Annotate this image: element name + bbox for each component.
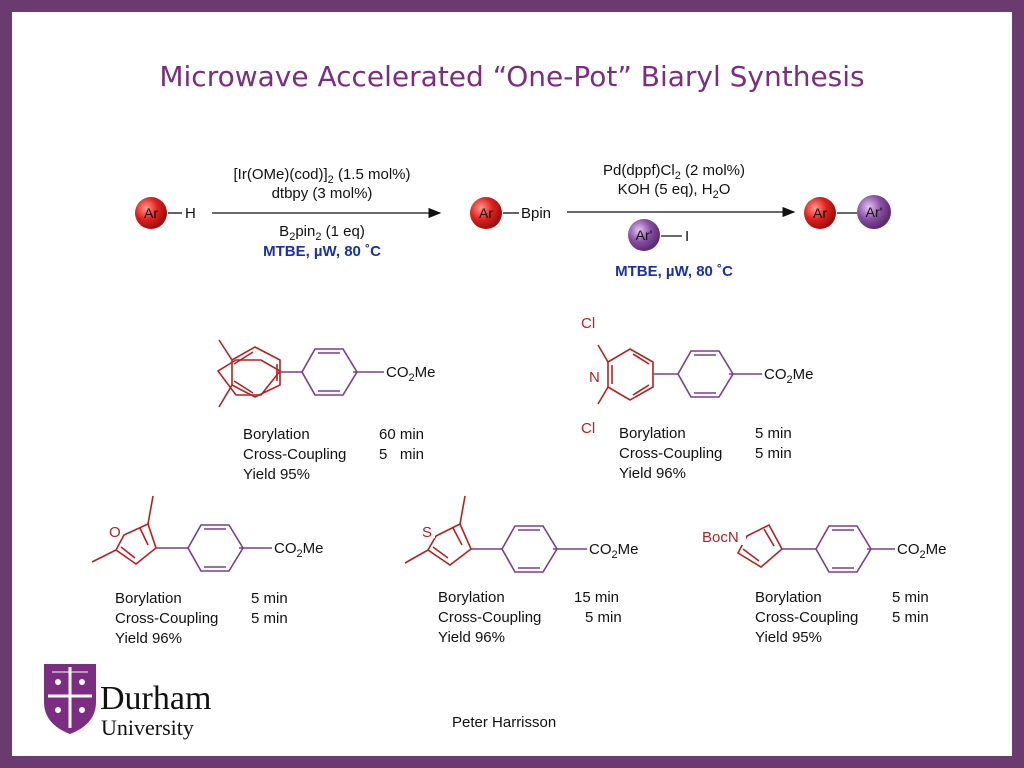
- coupling-time-5: 5 min: [892, 609, 929, 626]
- logo-university-text: University: [101, 715, 194, 740]
- product-3: O CO2Me Borylation 5 min Cross-Coupling …: [91, 495, 323, 647]
- product-4: S CO2Me Borylation 15 min Cross-Coupling…: [404, 495, 638, 646]
- product-5: BocN CO2Me Borylation 5 min Cross-Coupli…: [700, 523, 946, 646]
- chlorine-atom-top: Cl: [581, 315, 595, 332]
- furan-oxygen: O: [109, 524, 121, 541]
- coupling-label-3: Cross-Coupling: [115, 610, 218, 627]
- step1-conditions: [Ir(OMe)(cod)]2 (1.5 mol%) dtbpy (3 mol%…: [212, 166, 442, 260]
- borylation-time-2: 5 min: [755, 425, 792, 442]
- product-1: CO2Me Borylation 60 min Cross-Coupling 5…: [216, 339, 435, 483]
- borylation-time-3: 5 min: [251, 590, 288, 607]
- yield-3: Yield 96%: [115, 630, 182, 647]
- pyridine-ring: [597, 344, 654, 405]
- yield-4: Yield 96%: [438, 629, 505, 646]
- scheme-intermediate: Ar Bpin: [470, 197, 551, 229]
- ar-label-mid: Ar: [479, 205, 493, 221]
- ar-prime-ball-product: [857, 195, 891, 229]
- coupling-label-2: Cross-Coupling: [619, 445, 722, 462]
- ester-group-3: CO2Me: [274, 540, 323, 560]
- ar-prime-label-product: Ar': [866, 204, 883, 220]
- ligand-text: dtbpy (3 mol%): [272, 185, 373, 202]
- boc-nitrogen: BocN: [702, 529, 739, 546]
- ar-prime-ball-reagent: [628, 219, 660, 251]
- footer-author: Peter Harrisson: [452, 714, 557, 731]
- borylation-label-1: Borylation: [243, 426, 310, 443]
- slide-title: Microwave Accelerated “One-Pot” Biaryl S…: [159, 60, 865, 93]
- ester-group-2: CO2Me: [764, 366, 813, 386]
- step2-conditions: Pd(dppf)Cl2 (2 mol%) KOH (5 eq), H2O Ar'…: [567, 162, 796, 280]
- step1-solvent-conditions: MTBE, µW, 80 ˚C: [263, 243, 381, 260]
- coupling-time-2: 5 min: [755, 445, 792, 462]
- chlorine-atom-bottom: Cl: [581, 420, 595, 437]
- slide: Microwave Accelerated “One-Pot” Biaryl S…: [12, 12, 1012, 756]
- pyridine-nitrogen: N: [589, 369, 600, 386]
- benzoate-ring-1: [280, 348, 384, 396]
- palladium-catalyst: Pd(dppf)Cl2 (2 mol%): [603, 162, 745, 182]
- iridium-catalyst: [Ir(OMe)(cod)]2 (1.5 mol%): [234, 166, 411, 186]
- thiophene-sulfur: S: [422, 524, 432, 541]
- durham-logo: Durham University: [44, 664, 211, 740]
- b2pin2-reagent: B2pin2 (1 eq): [279, 223, 365, 243]
- coupling-label-4: Cross-Coupling: [438, 609, 541, 626]
- reaction-scheme-canvas: Ar H [Ir(OMe)(cod)]2 (1.5 mol%) dtbpy (3…: [44, 162, 946, 740]
- ar-prime-label-reagent: Ar': [636, 227, 653, 243]
- yield-1: Yield 95%: [243, 466, 310, 483]
- coupling-label-5: Cross-Coupling: [755, 609, 858, 626]
- ar-label-start: Ar: [144, 205, 158, 221]
- borylation-time-5: 5 min: [892, 589, 929, 606]
- coupling-time-3: 5 min: [251, 610, 288, 627]
- pyrrole-ring: [736, 523, 784, 568]
- thiophene-ring: [404, 495, 472, 566]
- benzoate-ring-4: [471, 525, 587, 573]
- borylation-time-1: 60 min: [379, 426, 424, 443]
- ester-group-1: CO2Me: [386, 364, 435, 384]
- ar-ball-mid: [470, 197, 502, 229]
- ar-ball-start: [135, 197, 167, 229]
- base-text: KOH (5 eq), H2O: [618, 181, 731, 201]
- ar-ball-product: [804, 197, 836, 229]
- yield-2: Yield 96%: [619, 465, 686, 482]
- scheme-product: Ar Ar': [804, 195, 891, 229]
- borylation-label-5: Borylation: [755, 589, 822, 606]
- ester-group-5: CO2Me: [897, 541, 946, 561]
- logo-durham-text: Durham: [100, 680, 211, 717]
- scheme-start: Ar H: [135, 197, 196, 229]
- benzoate-ring-2: [653, 350, 762, 398]
- step2-solvent-conditions: MTBE, µW, 80 ˚C: [615, 263, 733, 280]
- hydrogen-atom: H: [185, 205, 196, 222]
- coupling-label-1: Cross-Coupling: [243, 446, 346, 463]
- ester-group-4: CO2Me: [589, 541, 638, 561]
- furan-ring: [91, 495, 157, 565]
- product-2: Cl N Cl CO2Me Borylation 5 min Cross-Cou…: [581, 315, 813, 482]
- coupling-time-4: 5 min: [585, 609, 622, 626]
- bpin-group: Bpin: [521, 205, 551, 222]
- borylation-time-4: 15 min: [574, 589, 619, 606]
- borylation-label-2: Borylation: [619, 425, 686, 442]
- borylation-label-3: Borylation: [115, 590, 182, 607]
- benzoate-ring-5: [782, 525, 895, 573]
- coupling-time-1: 5 min: [379, 446, 424, 463]
- ar-label-product: Ar: [813, 205, 827, 221]
- yield-5: Yield 95%: [755, 629, 822, 646]
- benzoate-ring-3: [156, 524, 272, 572]
- borylation-label-4: Borylation: [438, 589, 505, 606]
- iodide-atom: I: [685, 228, 689, 245]
